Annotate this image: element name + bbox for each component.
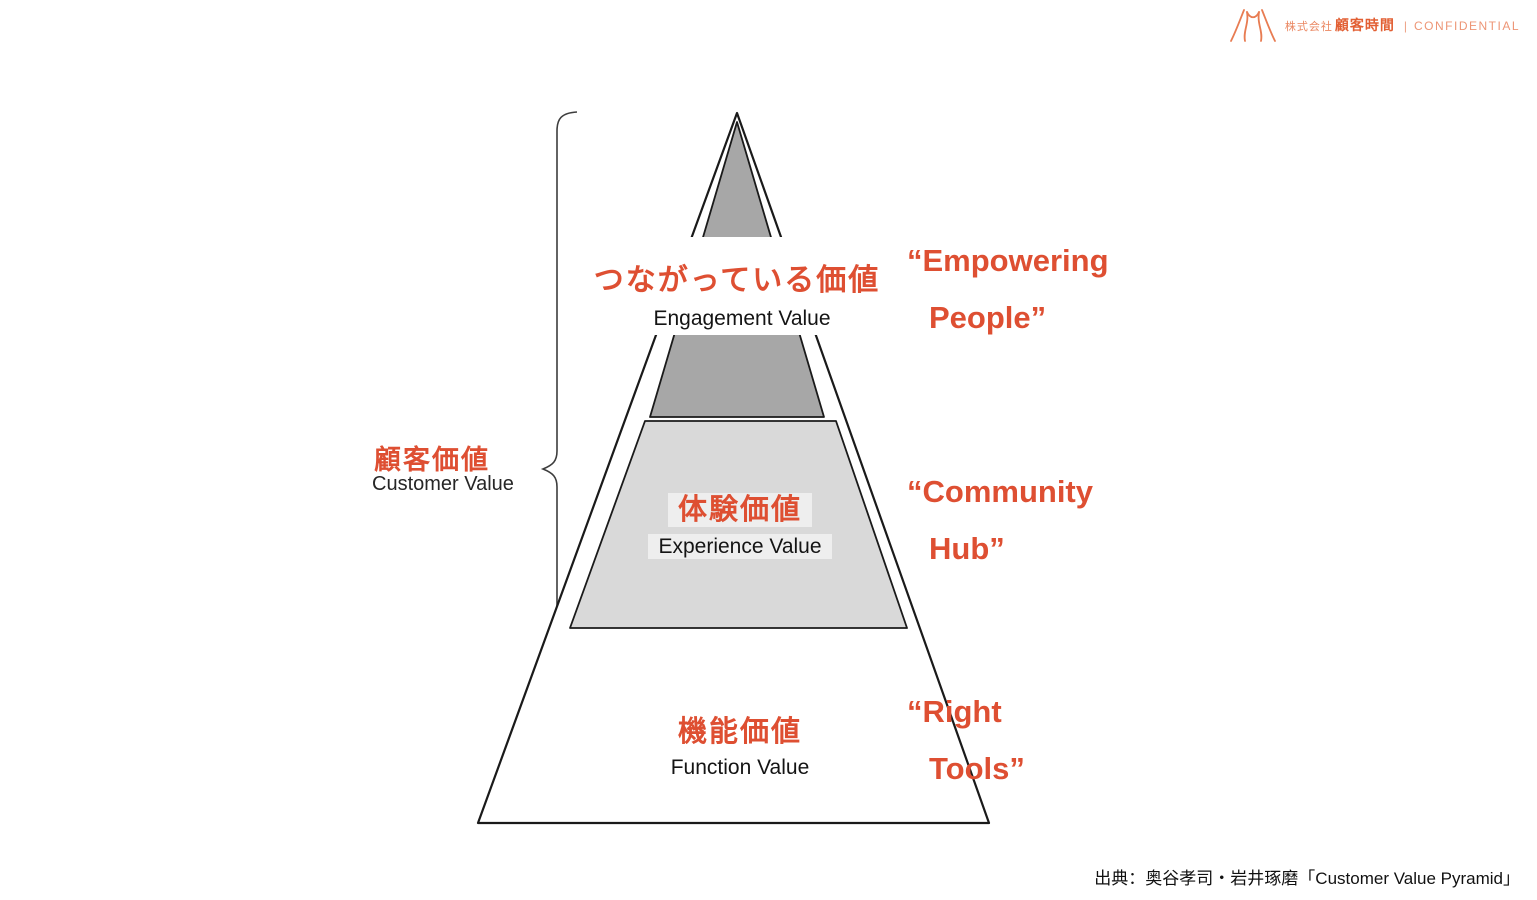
confidential-label: CONFIDENTIAL — [1413, 19, 1520, 33]
company-logo-text: 株式会社 顧客時間 | CONFIDENTIAL — [1285, 15, 1520, 35]
experience-label-en: Experience Value — [585, 534, 895, 559]
customer-value-label-jp: 顧客価値 — [374, 445, 490, 475]
function-label-en: Function Value — [670, 756, 810, 779]
company-prefix: 株式会社 — [1284, 21, 1333, 33]
customer-value-label-en: Customer Value — [372, 473, 514, 495]
experience-label-jp: 体験価値 — [590, 486, 890, 528]
engagement-quote-line1: “Empowering — [907, 243, 1109, 278]
praying-hands-mountain-icon — [1229, 9, 1276, 42]
function-quote-line1: “Right — [907, 694, 1002, 729]
engagement-label-band — [586, 237, 890, 335]
engagement-label-jp: つながっている価値 — [593, 264, 881, 297]
engagement-quote-line2: People” — [929, 300, 1047, 335]
engagement-label-en: Engagement Value — [653, 307, 831, 330]
function-quote-line2: Tools” — [929, 751, 1025, 786]
experience-quote-line1: “Community — [907, 474, 1093, 509]
logo-separator: | — [1403, 19, 1407, 33]
company-logo: 株式会社 顧客時間 | CONFIDENTIAL — [1229, 6, 1520, 44]
company-name: 顧客時間 — [1334, 17, 1395, 33]
source-citation: 出典：奥谷孝司・岩井琢磨「Customer Value Pyramid」 — [1094, 869, 1520, 888]
experience-quote-line2: Hub” — [929, 531, 1005, 566]
function-label-jp: 機能価値 — [677, 716, 802, 748]
